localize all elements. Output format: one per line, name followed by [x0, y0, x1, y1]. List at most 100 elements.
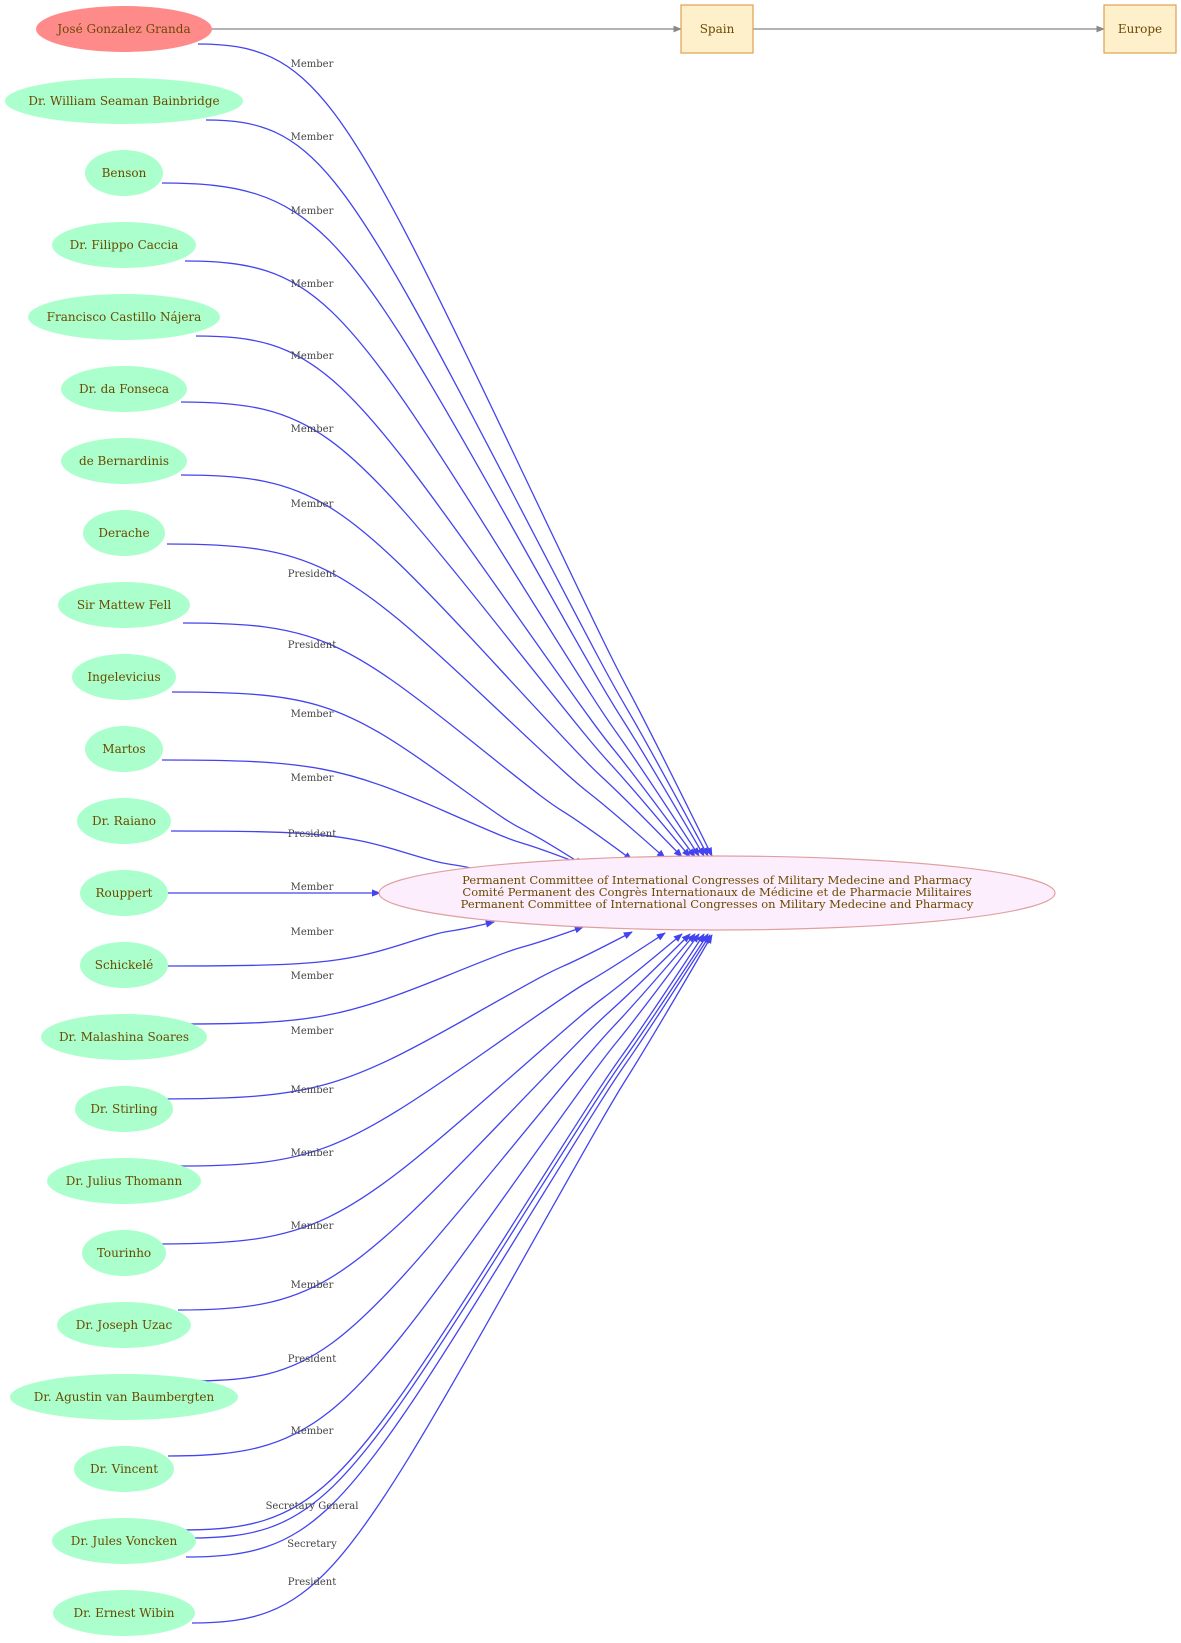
person-label: Dr. Joseph Uzac [76, 1318, 173, 1332]
membership-edge [161, 182, 705, 857]
person-node[interactable]: Dr. Jules Voncken [52, 1518, 196, 1564]
person-node[interactable]: Dr. Ernest Wibin [53, 1590, 195, 1636]
edge-role-label: Member [291, 206, 334, 217]
person-node[interactable]: Rouppert [80, 870, 168, 916]
person-node[interactable]: Dr. Joseph Uzac [57, 1302, 191, 1348]
membership-edge [189, 933, 709, 1539]
person-node[interactable]: de Bernardinis [61, 438, 187, 484]
edge-role-label: Member [291, 882, 334, 893]
person-node[interactable]: Dr. Filippo Caccia [52, 222, 196, 268]
person-label: Dr. Raiano [92, 814, 156, 828]
membership-edge [191, 933, 696, 1382]
person-node[interactable]: Dr. Stirling [75, 1086, 173, 1132]
membership-edge [170, 830, 495, 875]
person-label: Dr. Jules Voncken [71, 1534, 178, 1548]
edge-role-label: Secretary General [266, 1501, 359, 1512]
organization-label-line-1: Permanent Committee of International Con… [462, 873, 972, 887]
edge-role-label: Secretary [287, 1539, 337, 1550]
person-label: José Gonzalez Granda [55, 22, 190, 36]
person-label: Derache [98, 526, 149, 540]
membership-edge [182, 622, 633, 861]
organization-node[interactable]: Permanent Committee of International Con… [378, 855, 1056, 931]
person-label: Dr. Stirling [90, 1102, 158, 1116]
person-label: Dr. Filippo Caccia [70, 238, 179, 252]
edge-role-label: Member [291, 424, 334, 435]
edge-role-label: Member [291, 1280, 334, 1291]
person-node[interactable]: Dr. da Fonseca [61, 366, 187, 412]
person-node[interactable]: Dr. Raiano [77, 798, 171, 844]
edge-role-label: Member [291, 927, 334, 938]
membership-edge [167, 920, 495, 967]
membership-edge [159, 931, 633, 1100]
person-node[interactable]: Tourinho [82, 1230, 166, 1276]
membership-edge [167, 933, 700, 1457]
person-label: Ingelevicius [87, 670, 160, 684]
edge-role-label: President [288, 640, 337, 651]
membership-edge [161, 759, 584, 866]
person-label: Schickelé [95, 958, 154, 972]
edge-role-label: Member [291, 773, 334, 784]
membership-edge [166, 543, 666, 859]
person-node[interactable]: Dr. Agustin van Baumbergten [10, 1374, 238, 1420]
region-node[interactable]: Europe [1103, 4, 1177, 54]
edge-role-label: Member [291, 1426, 334, 1437]
edge-role-label: Member [291, 279, 334, 290]
person-node[interactable]: Benson [85, 150, 163, 196]
edge-role-label: Member [291, 351, 334, 362]
edge-role-label: Member [291, 1221, 334, 1232]
edge-role-label: President [288, 1577, 337, 1588]
person-node-highlighted[interactable]: José Gonzalez Granda [36, 6, 212, 52]
membership-edge [181, 926, 584, 1025]
edge-role-label: Member [291, 1085, 334, 1096]
edge-role-label: President [288, 569, 337, 580]
person-node[interactable]: Schickelé [80, 942, 168, 988]
edge-role-label: Member [291, 1026, 334, 1037]
edge-role-label: Member [291, 709, 334, 720]
membership-edge [177, 933, 691, 1311]
membership-edge [184, 260, 700, 857]
edge-role-label: Member [291, 499, 334, 510]
edge-role-label: Member [291, 59, 334, 70]
membership-edge [197, 43, 713, 857]
person-label: Dr. Malashina Soares [59, 1030, 189, 1044]
edge-role-label: President [288, 1354, 337, 1365]
person-label: Tourinho [97, 1246, 151, 1260]
person-node[interactable]: Dr. Malashina Soares [41, 1014, 207, 1060]
person-node[interactable]: Dr. William Seaman Bainbridge [5, 78, 243, 124]
membership-edge [181, 933, 705, 1531]
person-label: Dr. da Fonseca [79, 382, 169, 396]
edge-role-label: Member [291, 132, 334, 143]
person-label: Dr. Vincent [90, 1462, 158, 1476]
edge-role-label: Member [291, 971, 334, 982]
person-label: Francisco Castillo Nájera [47, 310, 202, 324]
person-node[interactable]: Francisco Castillo Nájera [28, 294, 220, 340]
edges-layer [159, 43, 713, 1624]
person-label: Dr. Ernest Wibin [74, 1606, 175, 1620]
membership-edge [171, 691, 584, 866]
edge-role-label: Member [291, 1148, 334, 1159]
person-label: Dr. Julius Thomann [66, 1174, 183, 1188]
membership-edge [205, 119, 709, 857]
membership-edge [185, 934, 711, 1558]
edge-labels-layer: MemberMemberMemberMemberMemberMemberMemb… [266, 59, 359, 1588]
person-node[interactable]: Sir Mattew Fell [58, 582, 190, 628]
membership-edge [180, 474, 683, 858]
membership-edge [195, 335, 696, 858]
person-node[interactable]: Ingelevicius [72, 654, 176, 700]
person-label: de Bernardinis [79, 454, 169, 468]
membership-edge [179, 932, 666, 1167]
person-node[interactable]: Dr. Julius Thomann [47, 1158, 201, 1204]
organization-label-line-3: Permanent Committee of International Con… [461, 897, 974, 911]
person-node[interactable]: Derache [83, 510, 165, 556]
person-node[interactable]: Martos [85, 726, 163, 772]
person-node[interactable]: Dr. Vincent [74, 1446, 174, 1492]
edge-role-label: President [288, 829, 337, 840]
country-node[interactable]: Spain [680, 4, 754, 54]
person-label: Martos [102, 742, 145, 756]
person-label: Benson [102, 166, 147, 180]
country-label: Spain [700, 22, 735, 36]
membership-edge [180, 401, 691, 858]
region-label: Europe [1118, 22, 1162, 36]
person-label: Dr. Agustin van Baumbergten [34, 1390, 215, 1404]
